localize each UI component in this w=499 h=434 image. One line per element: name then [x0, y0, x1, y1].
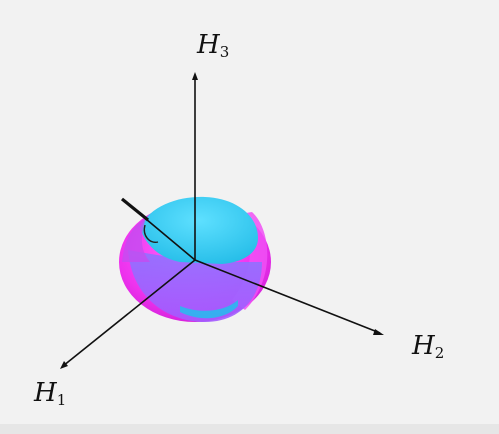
axis-h1-line	[62, 259, 196, 367]
blend-region	[128, 250, 262, 322]
axis-h1-arrowhead	[60, 361, 68, 369]
axis-h2-line	[194, 259, 381, 334]
axis-h3-arrowhead	[192, 72, 198, 80]
axis-label-h1: H1	[34, 378, 67, 409]
axis-label-h3: H3	[197, 30, 230, 61]
axis-h1-back-thick	[120, 197, 150, 222]
bottom-strip	[0, 424, 499, 434]
surface-edge-curve	[143, 224, 159, 243]
inner-surface-band	[180, 300, 238, 319]
inner-surface	[140, 196, 258, 264]
surface-shading	[122, 218, 150, 262]
axis-label-h2: H2	[412, 331, 445, 362]
axis-h2-arrowhead	[373, 329, 384, 335]
